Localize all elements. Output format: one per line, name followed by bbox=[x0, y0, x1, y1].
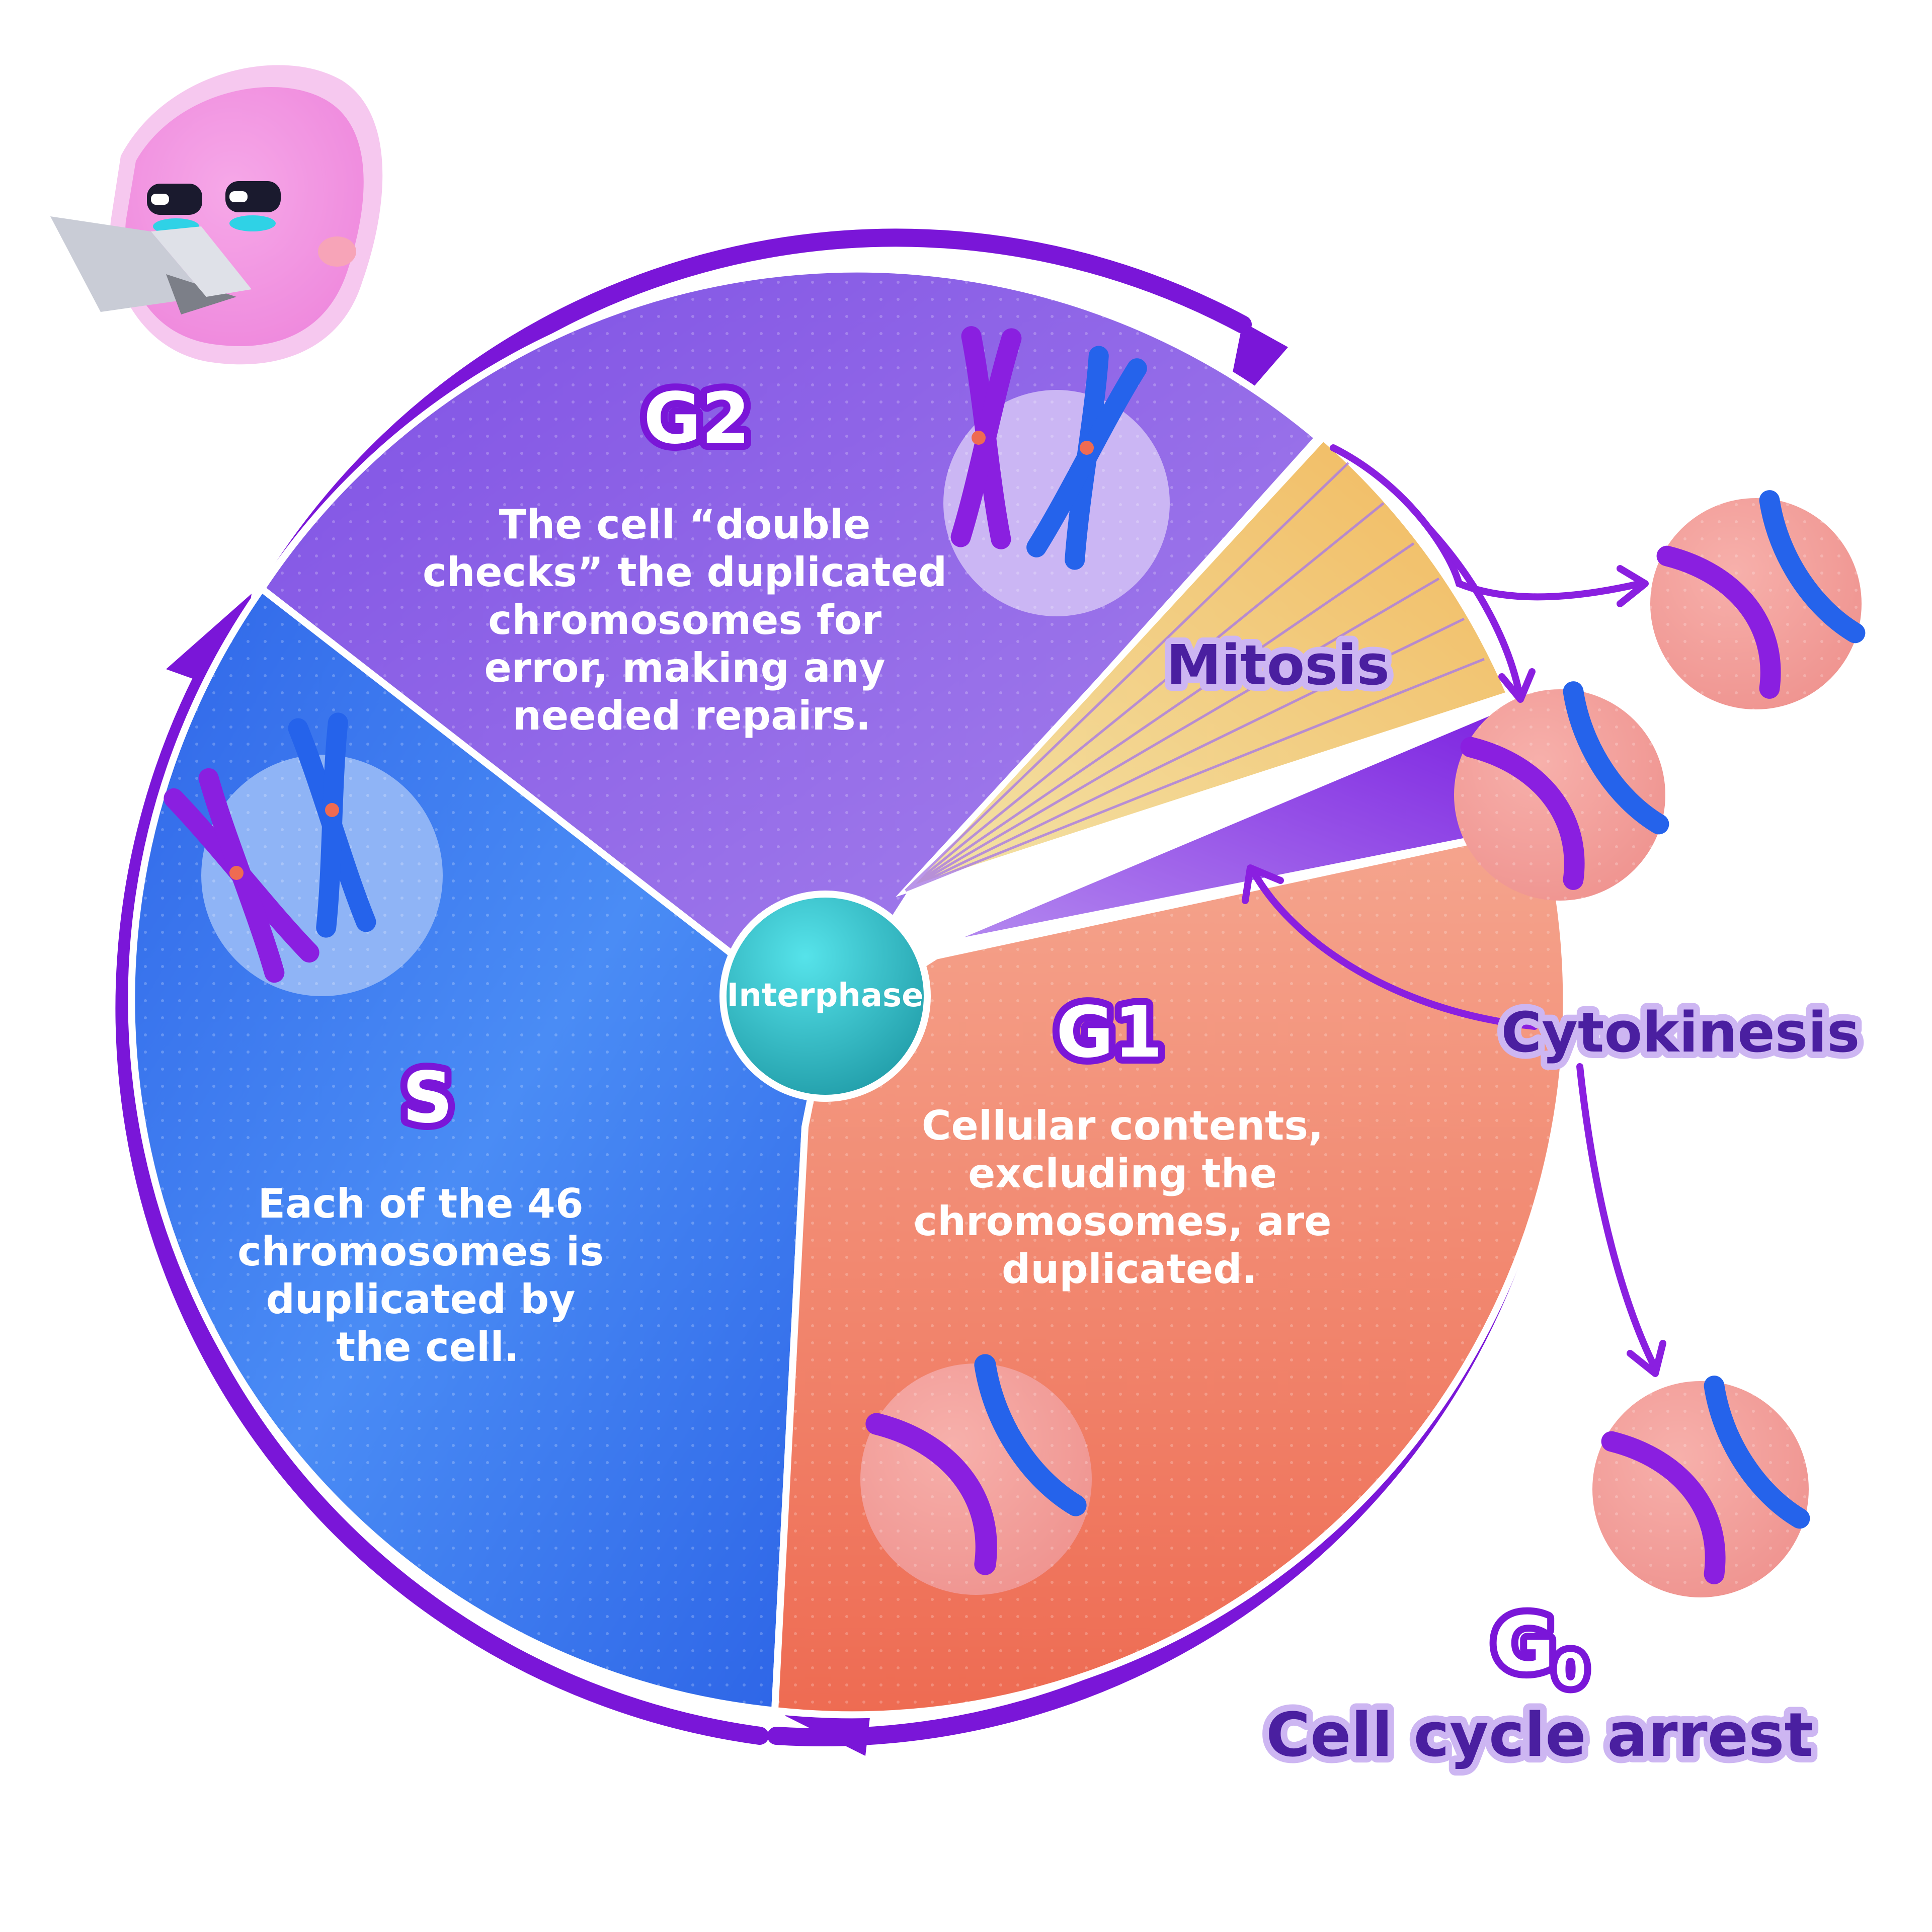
g0-block: G0 Cell cycle arrest bbox=[1259, 1594, 1820, 1777]
g2-label: G2 bbox=[643, 378, 750, 460]
daughter-cell-top bbox=[1650, 498, 1862, 709]
s-chromosome-cell bbox=[174, 722, 443, 996]
g0-label: G0 bbox=[1493, 1601, 1586, 1697]
mascot-cell-illustration bbox=[50, 65, 383, 365]
mitosis-label: Mitosis bbox=[1166, 633, 1390, 697]
cytokinesis-label: Cytokinesis bbox=[1501, 1000, 1860, 1065]
daughter-cell-g0 bbox=[1592, 1381, 1809, 1597]
g1-chromosome-cell bbox=[860, 1363, 1092, 1595]
g0-caption: Cell cycle arrest bbox=[1266, 1701, 1813, 1770]
s-description: Each of the 46 chromosomes is duplicated… bbox=[237, 1180, 618, 1371]
s-label: S bbox=[403, 1057, 453, 1139]
g2-description: The cell “double checks” the duplicated … bbox=[423, 501, 961, 739]
g1-label: G1 bbox=[1056, 992, 1163, 1074]
g2-chromosome-cell bbox=[943, 336, 1170, 616]
sector-mitosis bbox=[896, 433, 1514, 897]
interphase-label: Interphase bbox=[727, 977, 924, 1014]
connector-arrows bbox=[1242, 444, 1666, 1377]
g1-description: Cellular contents, excluding the chromos… bbox=[914, 1102, 1346, 1293]
interphase-center: Interphase bbox=[719, 891, 931, 1102]
daughter-cell-middle bbox=[1454, 689, 1665, 901]
